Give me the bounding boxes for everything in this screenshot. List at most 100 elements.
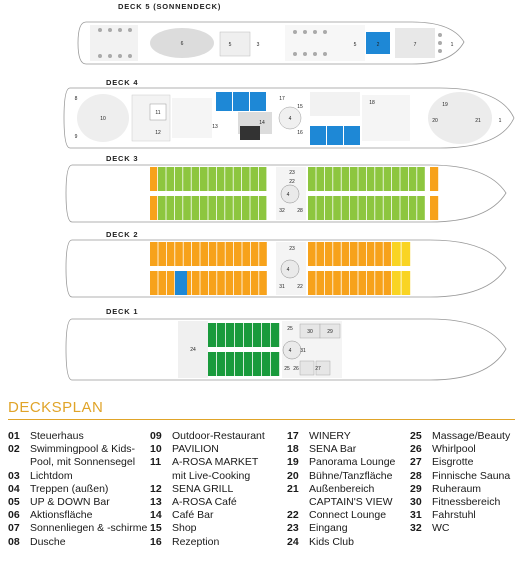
cabin-block — [217, 271, 225, 295]
deck3-cabins — [150, 167, 439, 220]
deck-plan-diagram: 6 5 3 2 7 1 5 10 11 12 13 14 — [63, 21, 515, 381]
cabin-block — [166, 271, 175, 295]
cabin-block — [375, 242, 383, 266]
legend-label: Whirlpool — [432, 443, 476, 456]
cabin-block — [358, 167, 366, 191]
cabin-block — [341, 271, 350, 295]
cabin-block — [366, 271, 375, 295]
deck4-label: 14 — [259, 120, 265, 126]
cabin-block — [350, 167, 358, 191]
cabin-block — [158, 167, 166, 191]
deck4-label: 10 — [100, 116, 106, 122]
legend-label: Finnische Sauna — [432, 469, 511, 482]
cabin-block — [333, 196, 341, 220]
legend-number: 09 — [150, 430, 162, 442]
deck3-label: 4 — [287, 192, 290, 198]
legend-label: Lichtdom — [30, 469, 73, 482]
legend-label: Panorama Lounge — [309, 456, 396, 469]
cabin-block — [192, 271, 200, 295]
deck4-label: 16 — [297, 130, 303, 136]
cabin-block — [208, 167, 216, 191]
cabin-block — [383, 196, 392, 220]
legend-label: Café Bar — [172, 509, 214, 522]
cabin-block — [401, 271, 411, 295]
legend-label: Außenbereich — [309, 482, 375, 495]
cabin-block — [225, 242, 234, 266]
legend-label: Swimmingpool & Kids- — [30, 443, 136, 456]
deck4-title: DECK 4 — [106, 78, 139, 87]
legend-label: Outdoor-Restaurant — [172, 430, 265, 442]
deck4-label: 4 — [289, 116, 292, 122]
legend-number: 13 — [150, 496, 162, 509]
deck5-plan: 6 5 3 2 7 1 5 — [77, 21, 465, 65]
cabin-block — [366, 167, 375, 191]
legend-number: 27 — [410, 456, 422, 469]
legend-label: Dusche — [30, 535, 66, 548]
deck2-title: DECK 2 — [106, 230, 139, 239]
cabin-block — [191, 167, 200, 191]
cabin-block — [271, 352, 280, 376]
cabin-block — [392, 196, 400, 220]
deck1-label: 24 — [190, 347, 196, 353]
deck1-kids-club — [178, 321, 208, 378]
deck4-label: 19 — [442, 102, 448, 108]
cabin-block — [358, 271, 366, 295]
cabin-block — [375, 196, 383, 220]
legend-number: 17 — [287, 430, 299, 442]
cabin-block — [192, 242, 200, 266]
legend-label: Sonnenliegen & -schirme — [30, 522, 148, 535]
legend-label: Eingang — [309, 522, 348, 535]
legend-number: 01 — [8, 430, 20, 442]
deck5-lounge-area — [395, 28, 435, 58]
legend-number: 15 — [150, 522, 162, 535]
deck2-label: 22 — [297, 284, 303, 290]
section-title: DECKSPLAN — [8, 399, 104, 416]
cabin-block — [341, 196, 350, 220]
cabin-block — [400, 196, 408, 220]
cabin-block — [242, 271, 250, 295]
cabin-block — [259, 271, 267, 295]
cabin-block — [392, 242, 401, 266]
legend-label-continuation: Pool, mit Sonnensegel — [30, 456, 136, 469]
deck4-label: 1 — [499, 118, 502, 124]
deck4-label: 11 — [155, 110, 160, 116]
legend-label: PAVILION — [172, 443, 219, 456]
legend-number: 11 — [150, 456, 162, 469]
legend-number: 23 — [287, 522, 299, 535]
cabin-block — [234, 271, 242, 295]
deck4-label: 21 — [475, 118, 481, 124]
legend-label: A-ROSA MARKET — [172, 456, 259, 469]
cabin-block — [217, 242, 225, 266]
cabin-block — [324, 167, 333, 191]
cabin-block — [316, 167, 324, 191]
legend-label: WINERY — [309, 430, 351, 442]
legend-number: 20 — [287, 469, 299, 482]
deck4-pavilion — [77, 94, 129, 142]
cabin-block — [233, 196, 242, 220]
legend-label: Ruheraum — [432, 482, 482, 495]
legend-label: Connect Lounge — [309, 509, 387, 522]
legend-label: Rezeption — [172, 535, 220, 548]
cabin-block — [262, 352, 271, 376]
deck3-label: 32 — [279, 208, 285, 214]
deck1-label: 25 — [287, 326, 293, 332]
cabin-block — [324, 242, 333, 266]
cabin-block — [341, 242, 350, 266]
cabin-block — [271, 323, 280, 347]
cabin-block — [208, 196, 216, 220]
deck1-label: 27 — [315, 366, 321, 372]
deck4-panorama-lounge — [428, 92, 492, 144]
deck5-pool — [366, 32, 390, 54]
